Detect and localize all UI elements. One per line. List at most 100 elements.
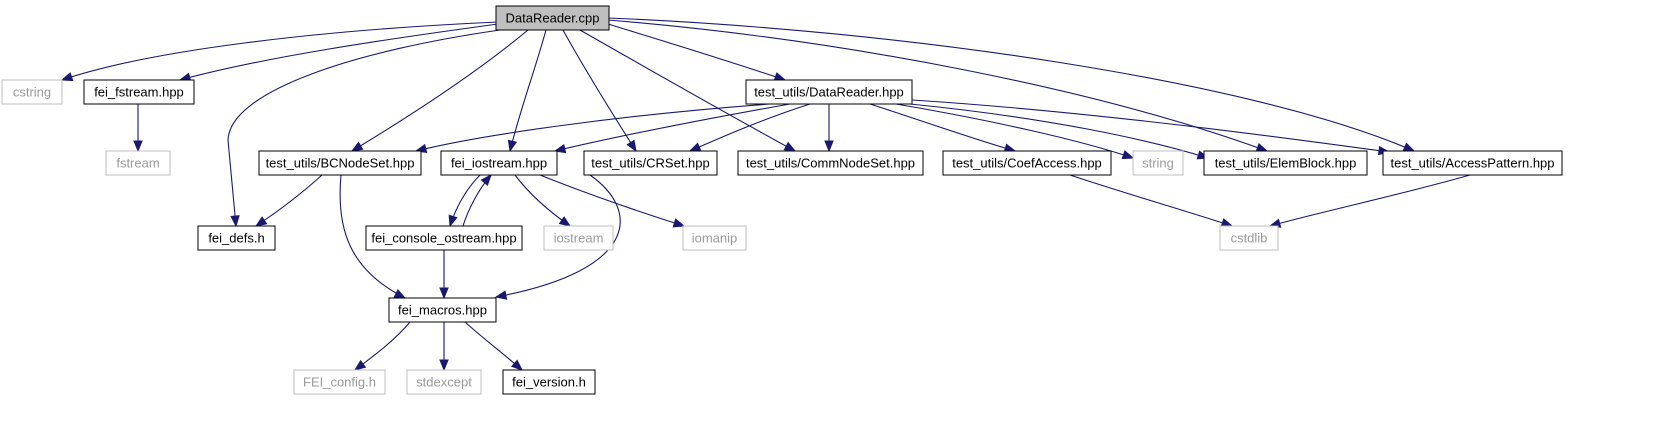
edge-line (1269, 174, 1471, 227)
arrowhead-icon (448, 214, 458, 228)
arrowhead-icon (672, 218, 686, 228)
edge-tu_datareader-to-iostreamhpp (553, 103, 791, 154)
edge-line (354, 321, 411, 371)
node-box (1382, 150, 1563, 176)
edge-line (869, 103, 1016, 152)
edge-line (464, 321, 523, 371)
edge-coefaccess-to-cstdlib (1069, 174, 1234, 228)
node-tu_datareader[interactable]: test_utils/DataReader.hpp (745, 79, 913, 105)
edge-line (1069, 174, 1233, 227)
arrowhead-icon (133, 140, 143, 153)
edge-iostreamhpp-to-iomanip (539, 174, 686, 228)
arrowhead-icon (773, 72, 787, 82)
node-coefaccess[interactable]: test_utils/CoefAccess.hpp (942, 150, 1112, 176)
node-feiconfig: FEI_config.h (293, 369, 386, 395)
node-label: string (1142, 156, 1174, 171)
edge-line (911, 99, 1390, 153)
arrowhead-icon (688, 142, 702, 152)
node-box (495, 5, 610, 31)
node-label: test_utils/ElemBlock.hpp (1215, 156, 1357, 171)
node-box (1, 79, 63, 105)
edge-tu_datareader-to-coefaccess (869, 103, 1017, 153)
node-stdexcept: stdexcept (406, 369, 482, 395)
node-bcnodeset[interactable]: test_utils/BCNodeSet.hpp (258, 150, 422, 176)
node-label: cstdlib (1231, 231, 1268, 246)
node-root[interactable]: DataReader.cpp (495, 5, 610, 31)
arrowhead-icon (439, 287, 449, 300)
arrowhead-icon (510, 359, 524, 371)
edge-fstreamhpp-to-fstream (133, 104, 143, 153)
node-label: fei_console_ostream.hpp (371, 231, 516, 246)
node-version[interactable]: fei_version.h (502, 369, 596, 395)
node-box (1219, 225, 1279, 251)
node-box (105, 150, 171, 176)
node-accesspattern[interactable]: test_utils/AccessPattern.hpp (1382, 150, 1563, 176)
arrowhead-icon (230, 215, 240, 228)
edge-tu_datareader-to-accesspattern (911, 99, 1391, 156)
node-box (83, 79, 195, 105)
edge-line (339, 174, 406, 299)
edge-console-to-iostreamhpp (462, 173, 492, 227)
node-elemblock[interactable]: test_utils/ElemBlock.hpp (1203, 150, 1368, 176)
node-label: fei_macros.hpp (398, 303, 487, 318)
arrowhead-icon (494, 290, 508, 300)
node-label: iostream (554, 231, 604, 246)
node-label: test_utils/AccessPattern.hpp (1390, 156, 1554, 171)
node-box (682, 225, 747, 251)
node-box (502, 369, 596, 395)
edge-console-to-macros (439, 250, 449, 300)
arrowhead-icon (507, 139, 518, 153)
edge-line (415, 103, 771, 152)
node-label: fei_fstream.hpp (94, 85, 184, 100)
nodes-layer: DataReader.cpp cstring fei_fstream.hppfstr… (1, 5, 1563, 395)
edge-root-to-tu_datareader (607, 23, 787, 82)
node-defs[interactable]: fei_defs.h (197, 225, 276, 251)
node-commnodeset[interactable]: test_utils/CommNodeSet.hpp (737, 150, 924, 176)
node-box (293, 369, 386, 395)
node-label: test_utils/CommNodeSet.hpp (746, 156, 915, 171)
arrowhead-icon (1255, 142, 1269, 152)
arrowhead-icon (60, 72, 74, 82)
edge-tu_datareader-to-commnodeset (824, 104, 834, 153)
node-macros[interactable]: fei_macros.hpp (388, 297, 497, 323)
node-label: test_utils/BCNodeSet.hpp (266, 156, 415, 171)
edge-line (562, 29, 637, 152)
node-cstdlib: cstdlib (1219, 225, 1279, 251)
edge-line (255, 174, 323, 227)
node-iomanip: iomanip (682, 225, 747, 251)
node-label: fstream (116, 156, 159, 171)
arrowhead-icon (393, 289, 407, 299)
edge-root-to-commnodeset (579, 29, 797, 152)
arrowhead-icon (1220, 218, 1234, 228)
edge-line (607, 17, 1415, 152)
node-label: test_utils/DataReader.hpp (754, 85, 904, 100)
edge-line (607, 23, 786, 81)
arrowhead-icon (783, 141, 797, 152)
node-console[interactable]: fei_console_ostream.hpp (365, 225, 523, 251)
node-box (197, 225, 276, 251)
edge-line (689, 103, 811, 152)
node-crset[interactable]: test_utils/CRSet.hpp (583, 150, 718, 176)
node-label: FEI_config.h (303, 375, 376, 390)
arrowhead-icon (350, 141, 364, 152)
edge-iostreamhpp-to-console (448, 174, 481, 228)
node-box (258, 150, 422, 176)
arrowhead-icon (558, 216, 572, 227)
edge-root-to-crset (562, 29, 637, 153)
node-iostreamhpp[interactable]: fei_iostream.hpp (440, 150, 558, 176)
arrowhead-icon (553, 143, 567, 154)
node-fstreamhpp[interactable]: fei_fstream.hpp (83, 79, 195, 105)
node-box (388, 297, 497, 323)
arrowhead-icon (1121, 150, 1135, 160)
node-cstring: cstring (1, 79, 63, 105)
edge-macros-to-feiconfig (353, 321, 411, 371)
edge-line (179, 23, 499, 81)
node-box (583, 150, 718, 176)
node-box (1132, 150, 1184, 176)
node-box (942, 150, 1112, 176)
arrowhead-icon (1402, 142, 1416, 152)
edge-line (514, 174, 571, 227)
edge-tu_datareader-to-bcnodeset (414, 103, 771, 154)
edge-line (579, 29, 796, 152)
